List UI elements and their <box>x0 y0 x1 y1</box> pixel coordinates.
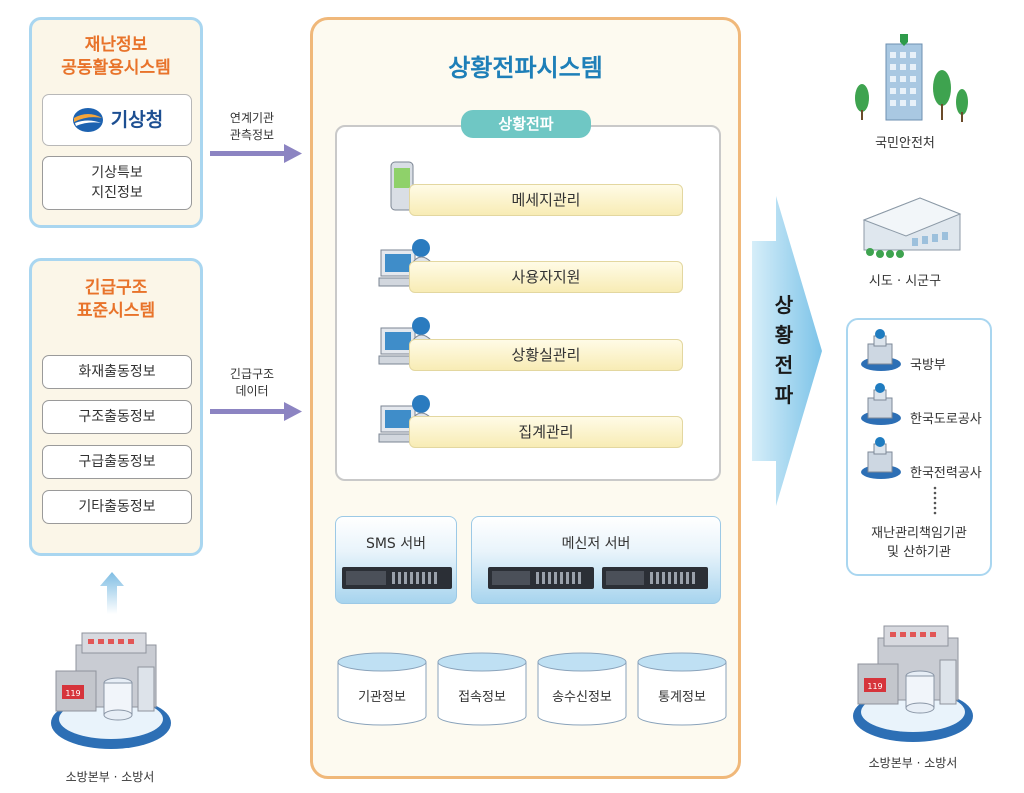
database-label: 통계정보 <box>658 690 706 705</box>
weather-warning-earthquake-info: 기상특보 지진정보 <box>42 156 192 210</box>
agency-info-database: 기관정보 <box>337 652 427 726</box>
disaster-info-sharing-title: 재난정보 공동활용시스템 <box>61 35 171 78</box>
sms-server-label: SMS 서버 <box>365 536 427 552</box>
city-hall-building-icon <box>862 197 962 258</box>
kma-logo-text: 기상청 <box>110 109 164 131</box>
right-arrow-icon <box>210 402 302 421</box>
broadcast-arrow-text: 상 황 전 파 <box>774 293 794 407</box>
agency-label-kepco: 한국전력공사 <box>910 466 982 481</box>
ems-dispatch-info: 구급출동정보 <box>42 445 192 479</box>
svg-text:119: 119 <box>65 689 80 698</box>
messenger-server-label: 메신저 서버 <box>561 536 631 552</box>
agency-building-icon <box>861 383 901 425</box>
fire-station-building-icon: 119 <box>853 625 973 742</box>
database-icon <box>337 652 427 726</box>
database-label: 기관정보 <box>358 690 406 705</box>
rack-server-icon <box>342 567 452 589</box>
database-label: 송수신정보 <box>552 690 612 705</box>
emergency-rescue-title: 긴급구조 표준시스템 <box>76 278 156 321</box>
sms-server-box: SMS 서버 <box>335 516 457 604</box>
statistics-info-database: 통계정보 <box>637 652 727 726</box>
vertical-dots-icon <box>933 486 937 515</box>
database-icon <box>437 652 527 726</box>
up-arrow-icon <box>100 572 124 614</box>
rack-server-icon <box>488 567 594 589</box>
svg-text:119: 119 <box>867 682 882 691</box>
agency-label-mnd: 국방부 <box>910 358 946 373</box>
disaster-management-agencies-panel: 국방부 한국도로공사 한국전력공사 재난관리책임기관 및 산하기관 <box>846 318 992 576</box>
right-fire-station-label: 소방본부 · 소방서 <box>868 756 958 770</box>
database-label: 접속정보 <box>458 690 506 705</box>
situation-broadcast-pill: 상황전파 <box>461 110 591 138</box>
rack-server-icon <box>602 567 708 589</box>
broadcast-arrow-icon <box>752 196 822 506</box>
city-county-label: 시도 · 시군구 <box>868 274 942 289</box>
messenger-server-box: 메신저 서버 <box>471 516 721 604</box>
situation-broadcast-system-panel: 상황전파시스템 상황전파 메세지관리 사용자지원 상황실관리 집계관리 SMS … <box>310 17 741 779</box>
database-icon <box>537 652 627 726</box>
ministry-building-icon <box>855 34 968 122</box>
kma-logo-box: 기상청 <box>42 94 192 146</box>
kma-logo-icon <box>72 108 103 132</box>
bottom-arrow-label: 긴급구조 데이터 <box>229 367 275 398</box>
situation-room-management-bar: 상황실관리 <box>409 339 683 371</box>
top-arrow-label: 연계기관 관측정보 <box>229 111 275 142</box>
right-arrow-icon <box>210 144 302 163</box>
database-icon <box>637 652 727 726</box>
agency-building-icon <box>861 329 901 371</box>
fire-station-building-icon: 119 <box>51 632 171 749</box>
emergency-rescue-panel: 긴급구조 표준시스템 화재출동정보 구조출동정보 구급출동정보 기타출동정보 <box>29 258 203 556</box>
message-management-bar: 메세지관리 <box>409 184 683 216</box>
fire-dispatch-info: 화재출동정보 <box>42 355 192 389</box>
ministry-label: 국민안전처 <box>875 136 935 151</box>
aggregation-management-bar: 집계관리 <box>409 416 683 448</box>
other-dispatch-info: 기타출동정보 <box>42 490 192 524</box>
disaster-info-sharing-panel: 재난정보 공동활용시스템 기상청 기상특보 지진정보 <box>29 17 203 228</box>
rescue-dispatch-info: 구조출동정보 <box>42 400 192 434</box>
transmission-info-database: 송수신정보 <box>537 652 627 726</box>
agency-building-icon <box>861 437 901 479</box>
user-support-bar: 사용자지원 <box>409 261 683 293</box>
agency-label-expressway: 한국도로공사 <box>910 412 982 427</box>
left-fire-station-label: 소방본부 · 소방서 <box>65 770 155 784</box>
connection-info-database: 접속정보 <box>437 652 527 726</box>
agency-footer-label: 재난관리책임기관 및 산하기관 <box>871 526 967 560</box>
main-title: 상황전파시스템 <box>448 54 603 82</box>
